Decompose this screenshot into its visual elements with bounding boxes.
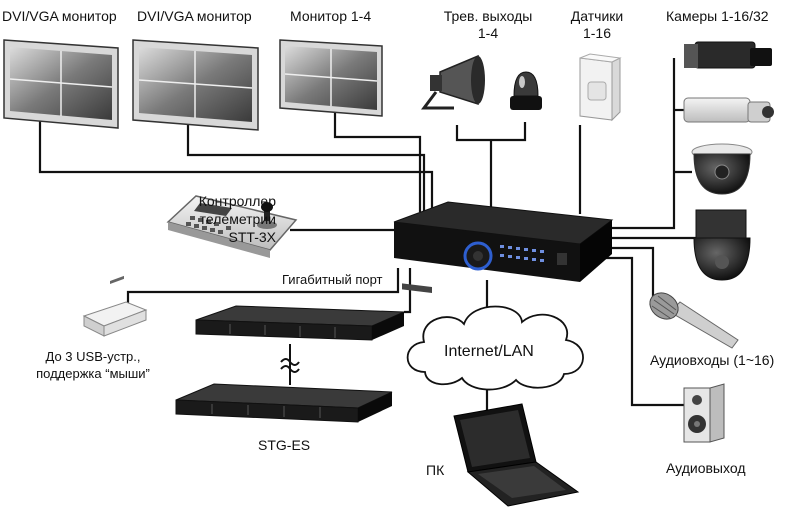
box-camera-icon-1	[684, 41, 772, 69]
label-usb-line1: До 3 USB-устр.,	[45, 349, 141, 364]
line-gigabit	[404, 268, 412, 314]
label-cameras: Камеры 1-16/32	[666, 8, 769, 24]
label-monitor-dvi-1: DVI/VGA монитор	[2, 8, 117, 24]
siren-icon	[421, 54, 485, 110]
line-cameras	[605, 58, 676, 230]
microphone-icon	[649, 292, 739, 349]
line-monitor-1	[38, 118, 434, 212]
label-pc: ПК	[426, 462, 445, 478]
storage-rack-icon-1	[195, 305, 405, 341]
line-mic	[605, 246, 655, 298]
speaker-icon	[683, 383, 725, 443]
usb-device-icon	[82, 275, 148, 337]
label-gigabit-port: Гигабитный порт	[282, 272, 383, 287]
ptz-keyboard-icon	[166, 195, 298, 258]
monitor-icon-1	[3, 39, 119, 129]
dvr-icon	[393, 201, 614, 294]
connection-lines	[38, 58, 700, 412]
monitor-icon-2	[132, 39, 259, 131]
label-sensors-line1: Датчики	[570, 8, 624, 24]
laptop-icon	[453, 403, 580, 507]
line-speaker	[605, 256, 684, 407]
label-controller-line3: STT-3X	[228, 229, 276, 245]
box-camera-icon-2	[683, 97, 774, 123]
ptz-camera-icon	[693, 209, 751, 281]
label-alarm-outputs-line1: Трев. выходы	[443, 8, 533, 24]
link-break-icon	[280, 344, 300, 385]
label-audio-out: Аудиовыход	[666, 460, 746, 476]
label-controller-line2: телеметрии	[199, 211, 276, 227]
label-controller-line1: Контроллер	[198, 193, 276, 209]
label-monitor-dvi-2: DVI/VGA монитор	[137, 8, 252, 24]
label-sensors-line2: 1-16	[582, 25, 612, 41]
line-monitor-2	[186, 118, 426, 212]
label-monitor-1-4: Монитор 1-4	[290, 8, 372, 24]
beacon-icon	[510, 71, 542, 110]
dome-camera-icon	[691, 143, 753, 195]
cloud-icon	[406, 305, 584, 391]
label-stg: STG-ES	[258, 437, 311, 453]
label-alarm-outputs-line2: 1-4	[477, 25, 499, 41]
label-internet: Internet/LAN	[444, 343, 534, 360]
label-controller: Контроллер телеметрии STT-3X	[180, 192, 276, 246]
line-alarm	[455, 122, 527, 142]
monitor-icon-3	[279, 39, 383, 117]
label-audio-in: Аудиовходы (1~16)	[650, 352, 775, 368]
line-monitor-3	[333, 112, 422, 212]
line-usb	[126, 268, 400, 303]
motion-sensor-icon	[579, 53, 622, 122]
label-sensors: Датчики 1-16	[565, 8, 629, 42]
label-alarm-outputs: Трев. выходы 1-4	[432, 8, 544, 42]
label-usb-line2: поддержка “мыши”	[36, 366, 150, 381]
label-usb: До 3 USB-устр., поддержка “мыши”	[18, 348, 168, 382]
storage-rack-icon-2	[175, 383, 393, 423]
